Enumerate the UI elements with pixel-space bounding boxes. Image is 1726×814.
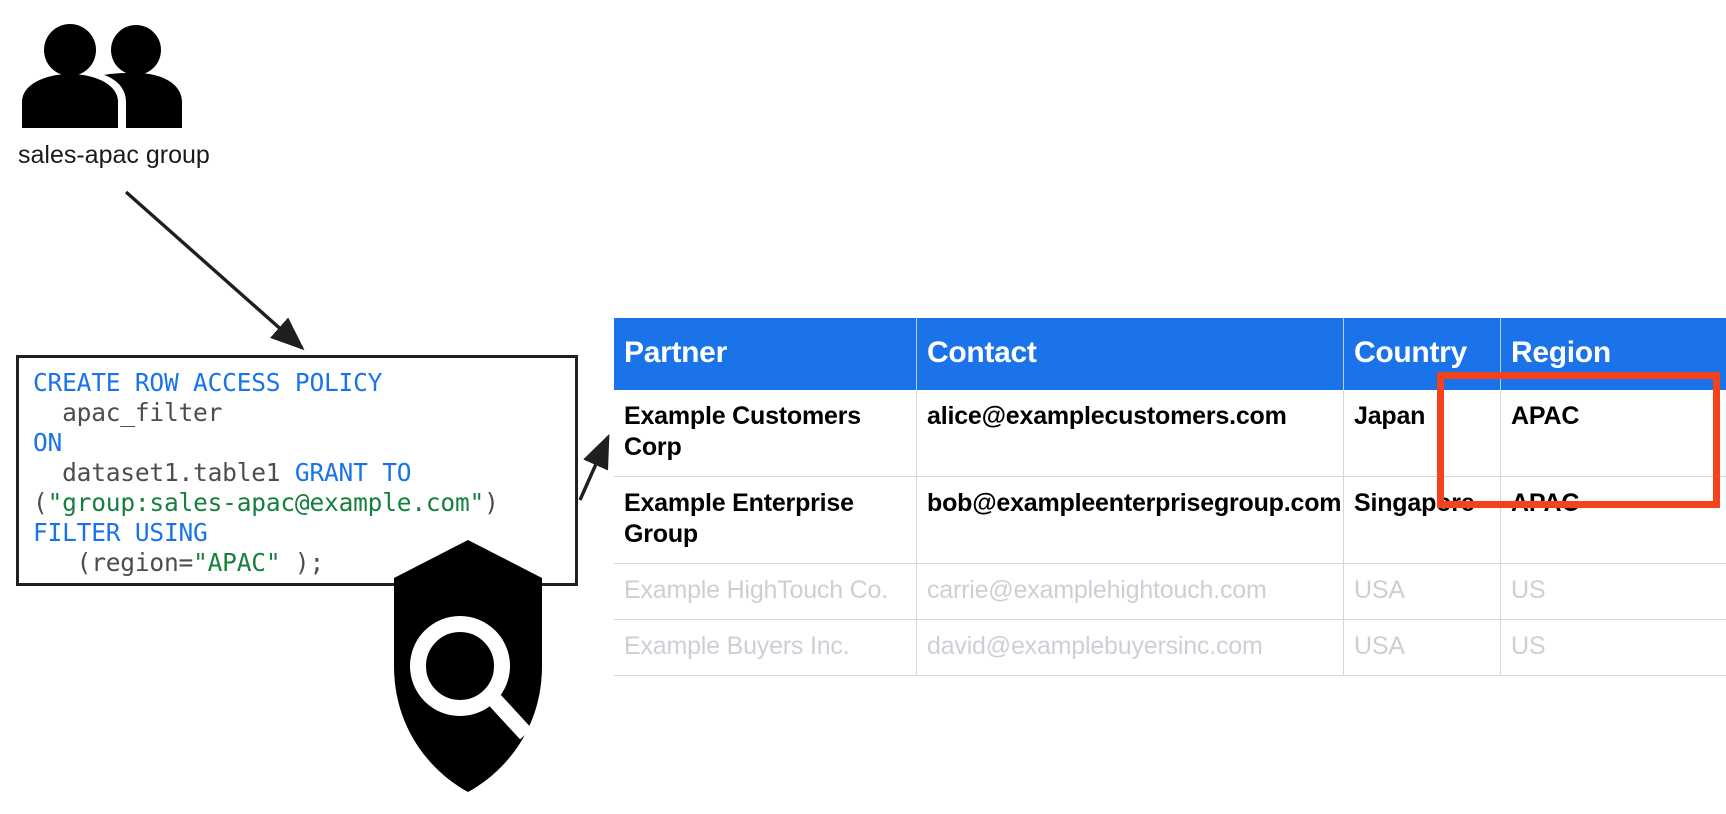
partners-table: Partner Contact Country Region Example C… — [614, 318, 1726, 676]
table-cell-region: US — [1500, 619, 1726, 676]
code-token: "APAC" — [193, 548, 281, 577]
table-cell-partner: Example HighTouch Co. — [614, 563, 917, 620]
code-token: "group:sales-apac@example.com" — [47, 488, 485, 517]
code-token: ) — [484, 488, 499, 517]
table-cell-partner: Example Enterprise Group — [614, 476, 917, 564]
group-label: sales-apac group — [18, 141, 210, 169]
table-cell-partner: Example Customers Corp — [614, 390, 917, 477]
table-row[interactable]: Example Buyers Inc.david@examplebuyersin… — [614, 619, 1726, 676]
table-cell-country: Singapore — [1343, 476, 1501, 564]
group-block: sales-apac group — [18, 22, 248, 170]
arrow-group-to-policy — [124, 190, 305, 351]
column-header-partner[interactable]: Partner — [614, 318, 917, 390]
people-group-icon — [22, 24, 182, 128]
code-token: GRANT TO — [294, 458, 412, 487]
code-token: ); — [280, 548, 325, 577]
table-header-row: Partner Contact Country Region — [614, 318, 1726, 390]
code-token: dataset1.table1 — [33, 458, 295, 487]
column-header-contact[interactable]: Contact — [916, 318, 1344, 390]
table-cell-contact: carrie@examplehightouch.com — [916, 563, 1344, 620]
table-cell-region: APAC — [1500, 476, 1726, 564]
row-access-policy-code: CREATE ROW ACCESS POLICY apac_filter ON … — [33, 368, 561, 578]
table-cell-contact: david@examplebuyersinc.com — [916, 619, 1344, 676]
table-cell-country: USA — [1343, 619, 1501, 676]
arrow-policy-to-table-shaft — [580, 436, 611, 500]
code-token: (region= — [33, 548, 194, 577]
table-row[interactable]: Example HighTouch Co.carrie@examplehight… — [614, 563, 1726, 620]
row-access-policy-box: CREATE ROW ACCESS POLICY apac_filter ON … — [16, 355, 578, 586]
table-cell-contact: alice@examplecustomers.com — [916, 390, 1344, 477]
code-token: CREATE ROW ACCESS POLICY — [33, 368, 383, 397]
code-token: apac_filter — [33, 398, 223, 427]
table-cell-region: US — [1500, 563, 1726, 620]
partners-table-wrap: Partner Contact Country Region Example C… — [614, 318, 1726, 676]
table-cell-country: USA — [1343, 563, 1501, 620]
shield-magnifier-icon — [394, 540, 542, 792]
code-token: FILTER USING — [33, 518, 208, 547]
column-header-region[interactable]: Region — [1500, 318, 1726, 390]
table-cell-contact: bob@exampleenterprisegroup.com — [916, 476, 1344, 564]
arrow-policy-to-table — [578, 433, 610, 501]
table-cell-region: APAC — [1500, 390, 1726, 477]
table-cell-partner: Example Buyers Inc. — [614, 619, 917, 676]
column-header-country[interactable]: Country — [1343, 318, 1501, 390]
code-token: ( — [33, 488, 48, 517]
code-token: ON — [33, 428, 63, 457]
table-cell-country: Japan — [1343, 390, 1501, 477]
